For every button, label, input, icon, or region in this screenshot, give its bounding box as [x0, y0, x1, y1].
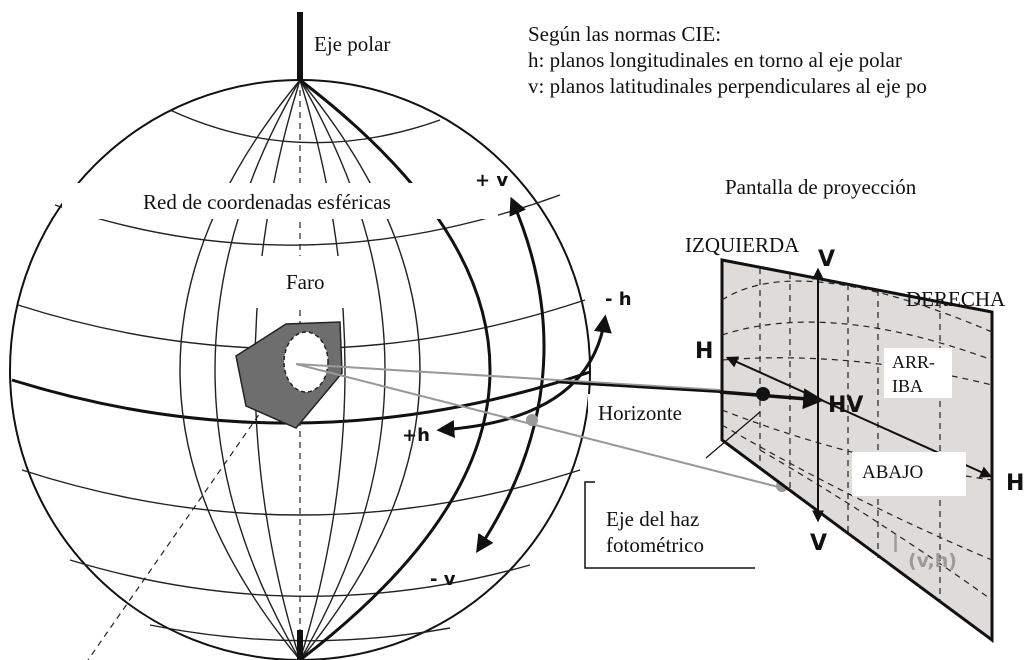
- screen-v-top-label: V: [818, 247, 835, 272]
- screen-h-right-label: H: [1006, 471, 1024, 496]
- screen-left-label: IZQUIERDA: [685, 233, 800, 257]
- beam-axis-leader: [705, 411, 761, 459]
- horizon-line: [555, 380, 725, 394]
- beam-marker-1: [526, 414, 538, 426]
- beam-axis-label-line1: Eje del haz: [606, 507, 699, 531]
- screen-h-left-label: H: [695, 339, 713, 364]
- projection-screen: [720, 258, 994, 643]
- lamp: [235, 321, 343, 429]
- lamp-lens: [283, 331, 329, 393]
- intensity-label: I: [892, 530, 899, 558]
- beam-axis-box: [584, 481, 755, 569]
- up-label-bg: [884, 348, 952, 398]
- hv-arrow: [719, 388, 825, 410]
- plus-v-label: + v: [475, 170, 508, 191]
- beam-axis-label-line2: fotométrico: [606, 533, 704, 557]
- horizon-label-bg: [588, 394, 704, 434]
- screen-up-label-2: IBA: [892, 376, 923, 396]
- grid-label-bg: [62, 183, 498, 219]
- beam-axis-line: [295, 363, 721, 391]
- hv-point: [756, 387, 770, 401]
- screen-hv-label: HV: [828, 393, 863, 418]
- minus-h-label: - h: [605, 289, 632, 310]
- screen-up-label-1: ARR-: [892, 352, 935, 372]
- notes-h-definition: h: planos longitudinales en torno al eje…: [528, 48, 902, 72]
- lamp-label: Faro: [286, 270, 325, 294]
- notes-title: Según las normas CIE:: [528, 22, 721, 46]
- plus-h-label: +h: [402, 425, 430, 446]
- notes-v-definition: v: planos latitudinales perpendiculares …: [528, 74, 927, 98]
- lamp-label-bg: [256, 256, 366, 308]
- polar-axis-label: Eje polar: [314, 32, 390, 56]
- screen-panel: [720, 258, 994, 643]
- longitude-lines: [179, 79, 421, 660]
- beam-axis-label-bg: [590, 484, 760, 564]
- minus-v-label: - v: [430, 569, 456, 590]
- horizon-label: Horizonte: [598, 401, 682, 425]
- grid-label: Red de coordenadas esféricas: [143, 190, 391, 214]
- intensity-subscript: (v,h): [908, 550, 957, 572]
- screen-right-label: DERECHA: [906, 287, 1006, 311]
- screen-down-label: ABAJO: [862, 462, 923, 483]
- screen-v-bottom-label: V: [810, 531, 827, 556]
- h-arrow: [436, 314, 612, 439]
- screen-title: Pantalla de proyección: [725, 175, 917, 199]
- depth-axis-dashed: [87, 369, 291, 660]
- down-label-bg: [852, 452, 966, 496]
